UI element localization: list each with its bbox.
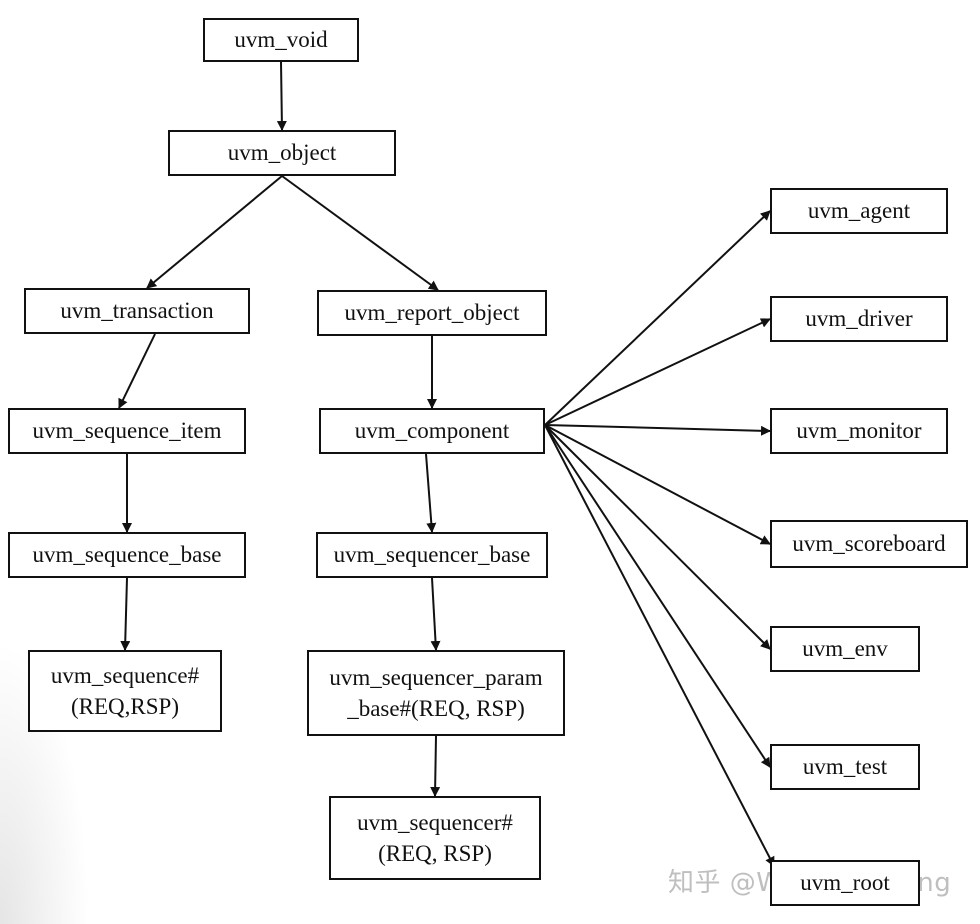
edge-uvm-component-to-uvm-root [544, 424, 775, 867]
edge-uvm-object-to-uvm-transaction [146, 175, 283, 289]
edge-uvm-component-to-uvm-sequencer-base [425, 453, 437, 533]
node-uvm-sequence-base: uvm_sequence_base [8, 532, 246, 578]
edge-uvm-transaction-to-uvm-sequence-item [118, 333, 156, 409]
node-uvm-void: uvm_void [203, 18, 359, 62]
edge-uvm-void-to-uvm-object [276, 61, 287, 131]
edge-uvm-sequencer-param-base-to-uvm-sequencer [430, 735, 441, 797]
node-uvm-monitor: uvm_monitor [770, 408, 948, 454]
node-uvm-sequencer-base: uvm_sequencer_base [316, 532, 548, 578]
node-uvm-sequence: uvm_sequence# (REQ,RSP) [28, 650, 222, 732]
edge-uvm-object-to-uvm-report-object [281, 175, 439, 291]
edge-uvm-component-to-uvm-monitor [544, 424, 771, 436]
node-uvm-env: uvm_env [770, 626, 920, 672]
node-uvm-sequencer-param-base: uvm_sequencer_param _base#(REQ, RSP) [307, 650, 565, 736]
node-uvm-root: uvm_root [770, 860, 920, 906]
node-uvm-object: uvm_object [168, 130, 396, 176]
edge-uvm-component-to-uvm-scoreboard [544, 424, 771, 545]
node-uvm-sequencer: uvm_sequencer# (REQ, RSP) [329, 796, 541, 880]
node-uvm-driver: uvm_driver [770, 296, 948, 342]
node-uvm-scoreboard: uvm_scoreboard [770, 520, 968, 568]
edge-uvm-sequencer-base-to-uvm-sequencer-param-base [430, 577, 441, 651]
edge-uvm-sequence-base-to-uvm-sequence [120, 577, 131, 651]
node-uvm-sequence-item: uvm_sequence_item [8, 408, 246, 454]
node-uvm-agent: uvm_agent [770, 188, 948, 234]
edge-uvm-component-to-uvm-test [544, 424, 771, 768]
node-uvm-report-object: uvm_report_object [317, 290, 547, 336]
edge-uvm-component-to-uvm-agent [544, 210, 771, 426]
node-uvm-transaction: uvm_transaction [24, 288, 250, 334]
node-uvm-test: uvm_test [770, 744, 920, 790]
edge-uvm-component-to-uvm-env [544, 424, 771, 650]
edge-uvm-component-to-uvm-driver [544, 318, 771, 426]
node-uvm-component: uvm_component [319, 408, 545, 454]
